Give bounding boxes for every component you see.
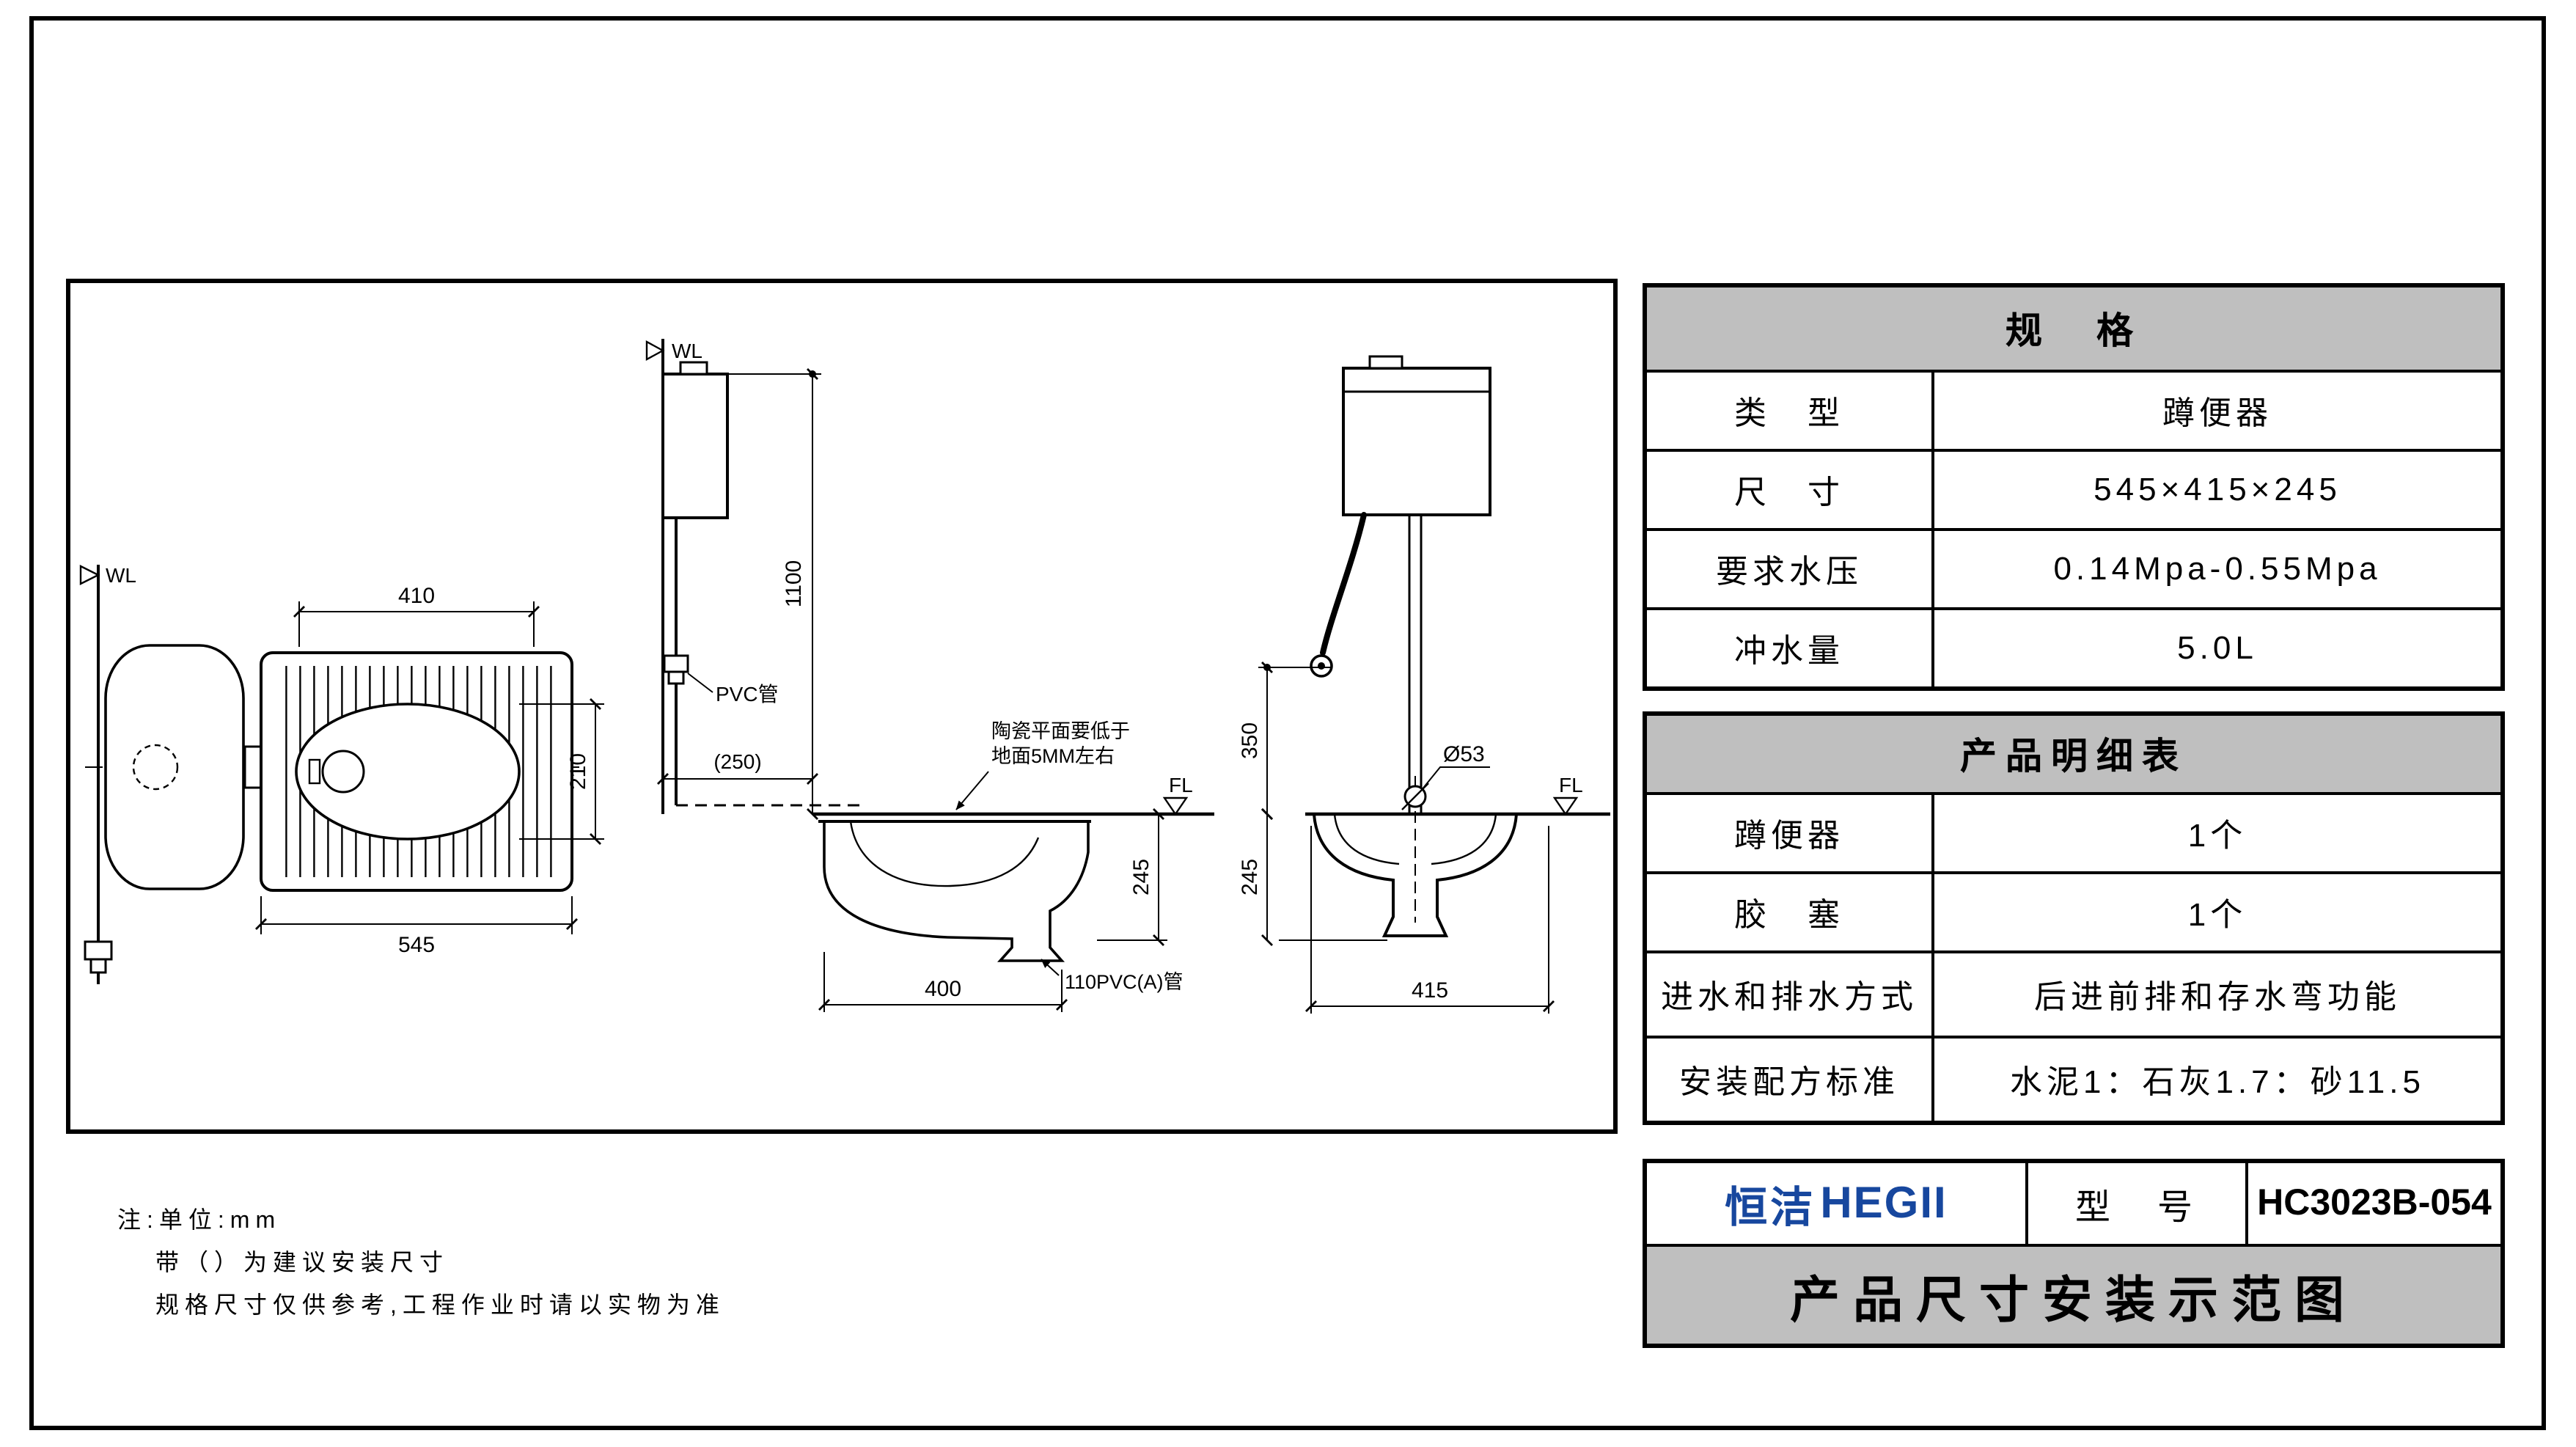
- table-row: 冲水量 5.0L: [1647, 607, 2500, 686]
- drawing-box: WL 410 210: [66, 279, 1618, 1134]
- wl-marker-icon: [645, 340, 665, 362]
- table-row: 类 型 蹲便器: [1647, 370, 2500, 449]
- cistern-button: [1368, 355, 1403, 370]
- note-line-reference: 规格尺寸仅供参考,工程作业时请以实物为准: [155, 1294, 725, 1319]
- brand-name-cn: 恒洁: [1725, 1184, 1816, 1231]
- wall-valve: [84, 940, 113, 961]
- fl-label: FL: [1169, 774, 1193, 796]
- row-label: 类 型: [1647, 373, 1934, 449]
- note-line-units: 注:单位:mm: [117, 1209, 282, 1234]
- wl-label: WL: [106, 564, 136, 587]
- sheet-title: 产品尺寸安装示范图: [1647, 1244, 2500, 1344]
- dim-1100-label: 1100: [782, 560, 806, 608]
- note-line-brackets: 带（）为建议安装尺寸: [155, 1251, 449, 1276]
- pan-front-inner: [1333, 813, 1497, 865]
- row-value: 1个: [2187, 896, 2247, 933]
- side-view: WL PVC管 1100 (250) FL: [645, 339, 1214, 1012]
- leader-line: [1420, 766, 1490, 791]
- spec-table-header: 规 格: [1647, 287, 2500, 370]
- supply-hose: [1320, 512, 1367, 656]
- leader-line: [1041, 959, 1060, 976]
- table-row: 蹲便器 1个: [1647, 792, 2500, 871]
- row-value: 水泥1：石灰1.7：砂11.5: [2009, 1063, 2425, 1100]
- row-value: 蹲便器: [2162, 395, 2272, 431]
- row-value: 1个: [2187, 817, 2247, 854]
- leader-line: [955, 771, 989, 810]
- row-value: 5.0L: [2177, 629, 2258, 666]
- dim-245-label: 245: [1238, 859, 1262, 895]
- dim-400-label: 400: [925, 977, 961, 1001]
- top-view: WL 410 210: [79, 564, 604, 984]
- installation-drawing: WL 410 210: [79, 339, 1610, 1014]
- brand-name-en: HEGII: [1820, 1179, 1948, 1227]
- row-label: 要求水压: [1647, 531, 1934, 607]
- row-label: 冲水量: [1647, 610, 1934, 686]
- wl-marker-icon: [79, 565, 100, 585]
- row-value: 0.14Mpa-0.55Mpa: [2053, 550, 2382, 587]
- pan-bowl: [295, 703, 521, 840]
- fl-label: FL: [1559, 774, 1583, 796]
- detail-table: 产品明细表 蹲便器 1个 胶 塞 1个 进水和排水方式 后进前排和存水弯功能 安…: [1643, 711, 2505, 1125]
- table-row: 胶 塞 1个: [1647, 871, 2500, 950]
- dim-410-label: 410: [398, 584, 435, 608]
- dim-350-label: 350: [1238, 722, 1262, 759]
- pan-section-inner: [849, 821, 1040, 887]
- angle-valve-dot: [1318, 662, 1325, 670]
- row-value: 后进前排和存水弯功能: [2033, 978, 2401, 1015]
- spec-table: 规 格 类 型 蹲便器 尺 寸 545×415×245 要求水压 0.14Mpa…: [1643, 283, 2505, 691]
- pan-drain: [321, 750, 365, 794]
- dim-415-label: 415: [1412, 978, 1448, 1003]
- angle-valve-nut: [667, 670, 685, 685]
- fl-marker-icon: [1162, 796, 1189, 816]
- notes: 注:单位:mm 带（）为建议安装尺寸 规格尺寸仅供参考,工程作业时请以实物为准: [117, 1200, 725, 1327]
- dim-245-label: 245: [1129, 859, 1153, 895]
- ceramic-note-line1: 陶瓷平面要低于: [991, 720, 1130, 742]
- row-label: 安装配方标准: [1647, 1038, 1934, 1121]
- pan-section-outline: [823, 821, 1090, 962]
- table-row: 要求水压 0.14Mpa-0.55Mpa: [1647, 528, 2500, 607]
- row-label: 蹲便器: [1647, 795, 1934, 871]
- dim-diameter-label: Ø53: [1443, 742, 1485, 766]
- cistern-button: [679, 361, 708, 376]
- brand-logo: 恒洁 HEGII: [1647, 1163, 2028, 1244]
- pan-front-outline: [1313, 813, 1518, 937]
- angle-valve: [663, 654, 689, 673]
- dim-210-label: 210: [566, 753, 590, 790]
- table-row: 安装配方标准 水泥1：石灰1.7：砂11.5: [1647, 1036, 2500, 1121]
- outlet-pipe-label: 110PVC(A)管: [1065, 971, 1184, 993]
- leader-line: [687, 673, 713, 693]
- cistern-side-view: [661, 373, 729, 519]
- wall-valve-nut: [89, 958, 107, 974]
- title-block-top-row: 恒洁 HEGII 型 号 HC3023B-054: [1647, 1163, 2500, 1244]
- table-row: 进水和排水方式 后进前排和存水弯功能: [1647, 950, 2500, 1036]
- row-value: 545×415×245: [2094, 471, 2341, 508]
- row-label: 进水和排水方式: [1647, 953, 1934, 1036]
- dim-545-label: 545: [398, 933, 435, 957]
- dim-250-label: (250): [713, 750, 761, 773]
- table-row: 尺 寸 545×415×245: [1647, 449, 2500, 528]
- model-label: 型 号: [2028, 1163, 2248, 1244]
- model-number: HC3023B-054: [2257, 1182, 2492, 1223]
- detail-table-header: 产品明细表: [1647, 716, 2500, 792]
- fl-marker-icon: [1552, 796, 1579, 816]
- cistern-front-view: [1342, 367, 1491, 516]
- pan-jet: [308, 758, 321, 785]
- cistern-top-view: [104, 644, 245, 890]
- ceramic-note-line2: 地面5MM左右: [991, 745, 1115, 767]
- front-view: Ø53 350 FL 245: [1238, 355, 1610, 1014]
- row-label: 胶 塞: [1647, 874, 1934, 950]
- wl-label: WL: [672, 340, 702, 362]
- outer-frame: [29, 16, 2546, 1430]
- pvc-pipe-label: PVC管: [716, 683, 779, 706]
- title-block: 恒洁 HEGII 型 号 HC3023B-054 产品尺寸安装示范图: [1643, 1159, 2505, 1348]
- cistern-hidden-circle: [132, 744, 179, 791]
- row-label: 尺 寸: [1647, 452, 1934, 528]
